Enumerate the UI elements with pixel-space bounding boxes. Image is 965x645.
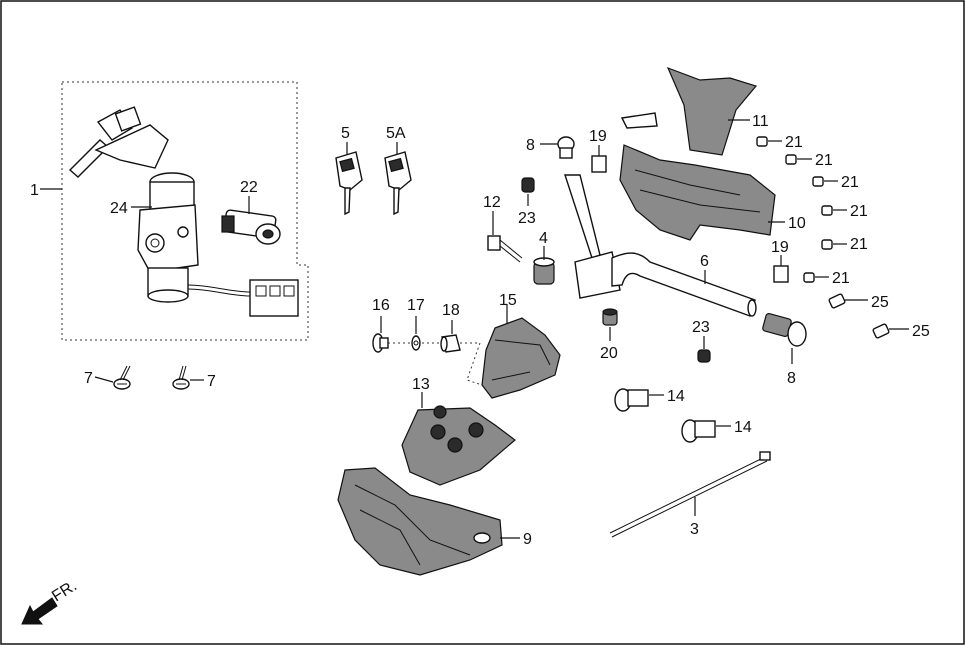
callout-25-b: 25 <box>912 323 930 340</box>
collar-4 <box>533 257 555 285</box>
callout-9: 9 <box>523 531 532 548</box>
callout-21-d: 21 <box>850 203 868 220</box>
fasteners-16-17-18 <box>372 333 483 386</box>
callout-1: 1 <box>30 182 39 199</box>
callout-5a: 5A <box>386 125 406 142</box>
callout-18: 18 <box>442 302 460 319</box>
grommet-23-upper <box>521 177 535 193</box>
bolt-12 <box>487 235 523 263</box>
callout-23-upper: 23 <box>518 210 536 227</box>
callout-21-f: 21 <box>832 270 850 287</box>
callout-20: 20 <box>600 345 618 362</box>
inner-panel-13 <box>401 405 516 486</box>
callout-25-a: 25 <box>871 294 889 311</box>
callout-3: 3 <box>690 521 699 538</box>
callout-19-upper: 19 <box>589 128 607 145</box>
callout-12: 12 <box>483 194 501 211</box>
callout-21-e: 21 <box>850 236 868 253</box>
clip-19-lower <box>773 265 789 283</box>
callout-4: 4 <box>539 230 548 247</box>
callout-7-right: 7 <box>207 373 216 390</box>
spare-keys <box>335 151 412 216</box>
callout-16: 16 <box>372 297 390 314</box>
front-cover-9 <box>337 467 503 576</box>
callout-8-lower: 8 <box>787 370 796 387</box>
clip-19-upper <box>591 155 607 173</box>
callout-19-lower: 19 <box>771 239 789 256</box>
callout-10: 10 <box>788 215 806 232</box>
callout-17: 17 <box>407 297 425 314</box>
callout-15: 15 <box>499 292 517 309</box>
callout-6: 6 <box>700 253 709 270</box>
ignition-switch-assembly <box>61 81 309 341</box>
screws-7 <box>113 365 190 390</box>
callout-8-upper: 8 <box>526 137 535 154</box>
callout-21-b: 21 <box>815 152 833 169</box>
screws-25 <box>828 293 890 339</box>
bolts-14 <box>614 388 716 443</box>
handlebar-cover-10 <box>619 144 776 241</box>
callout-11: 11 <box>752 113 769 130</box>
grommet-20 <box>602 308 618 326</box>
callout-14-upper: 14 <box>667 388 685 405</box>
callout-14-lower: 14 <box>734 419 752 436</box>
callout-21-a: 21 <box>785 134 803 151</box>
callout-24: 24 <box>110 200 128 217</box>
handlebar-6 <box>564 174 757 317</box>
callout-5: 5 <box>341 125 350 142</box>
callout-7-left: 7 <box>84 370 93 387</box>
callout-22: 22 <box>240 179 258 196</box>
callout-21-c: 21 <box>841 174 859 191</box>
cable-tie-3 <box>609 451 771 538</box>
cap-8-upper <box>557 136 575 159</box>
front-direction-arrow: FR. <box>21 577 80 625</box>
grommet-23-lower <box>697 349 711 363</box>
meter-panel-15 <box>481 317 561 399</box>
cap-8-lower <box>762 313 807 347</box>
callout-23-lower: 23 <box>692 319 710 336</box>
upper-cover-11 <box>620 66 758 156</box>
screws-21 <box>756 136 833 283</box>
callout-13: 13 <box>412 376 430 393</box>
